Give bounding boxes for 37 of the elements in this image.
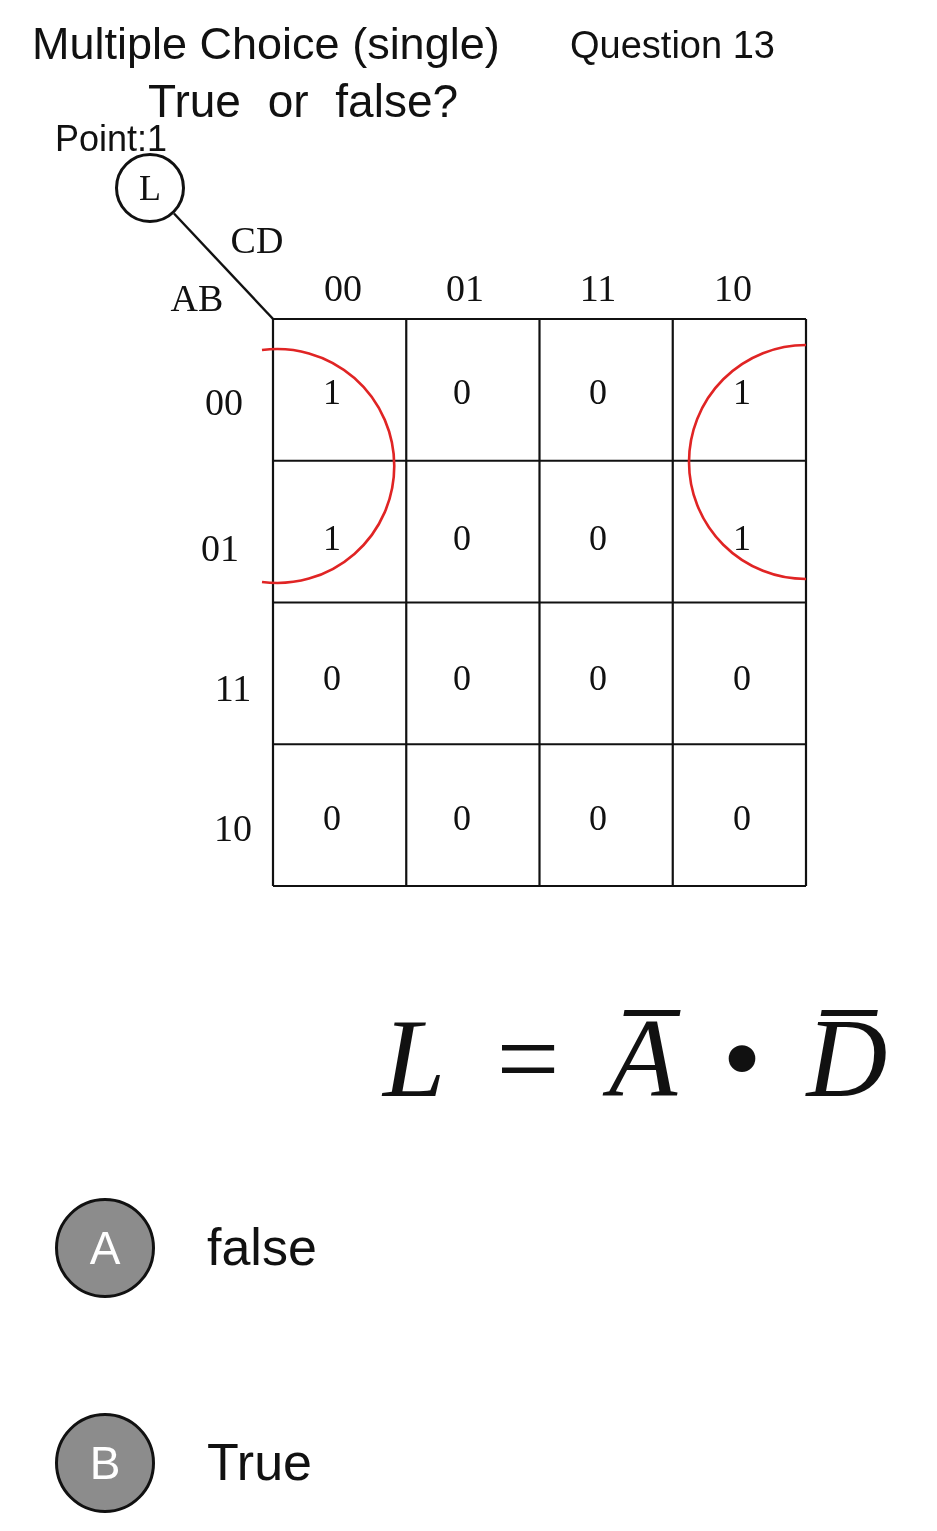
row-header: 01 bbox=[201, 529, 239, 567]
choice-circle: A bbox=[55, 1198, 155, 1298]
cell-value: 1 bbox=[323, 374, 341, 410]
diagonal-line bbox=[173, 212, 274, 320]
cell-value: 0 bbox=[453, 374, 471, 410]
kmap-grid bbox=[271, 317, 808, 888]
column-header: 01 bbox=[446, 269, 484, 307]
cell-value: 1 bbox=[323, 520, 341, 556]
row-header: 11 bbox=[214, 669, 252, 707]
cell-value: 0 bbox=[323, 660, 341, 696]
cell-value: 0 bbox=[453, 660, 471, 696]
cell-value: 0 bbox=[323, 800, 341, 836]
cell-value: 0 bbox=[589, 520, 607, 556]
cell-value: 0 bbox=[453, 800, 471, 836]
column-header: 00 bbox=[324, 269, 362, 307]
cell-value: 0 bbox=[733, 660, 751, 696]
question-prompt: True or false? bbox=[148, 78, 459, 124]
cell-value: 0 bbox=[453, 520, 471, 556]
cell-value: 0 bbox=[733, 800, 751, 836]
cell-value: 1 bbox=[733, 520, 751, 556]
cell-value: 0 bbox=[589, 800, 607, 836]
choice-circle: B bbox=[55, 1413, 155, 1513]
page-title: Multiple Choice (single) bbox=[32, 21, 500, 66]
row-header: 10 bbox=[214, 809, 252, 847]
variable-label: CD bbox=[230, 221, 284, 259]
answer-text: True bbox=[207, 1436, 312, 1488]
variable-label: AB bbox=[170, 279, 224, 317]
column-header: 10 bbox=[714, 269, 752, 307]
formula: L = A̅ • D̅ bbox=[383, 1002, 888, 1114]
cell-value: 1 bbox=[733, 374, 751, 410]
variable-circle: L bbox=[115, 153, 185, 223]
answer-text: false bbox=[207, 1221, 317, 1273]
row-header: 00 bbox=[205, 383, 243, 421]
cell-value: 0 bbox=[589, 660, 607, 696]
column-header: 11 bbox=[579, 269, 617, 307]
question-number: Question 13 bbox=[570, 26, 775, 64]
cell-value: 0 bbox=[589, 374, 607, 410]
